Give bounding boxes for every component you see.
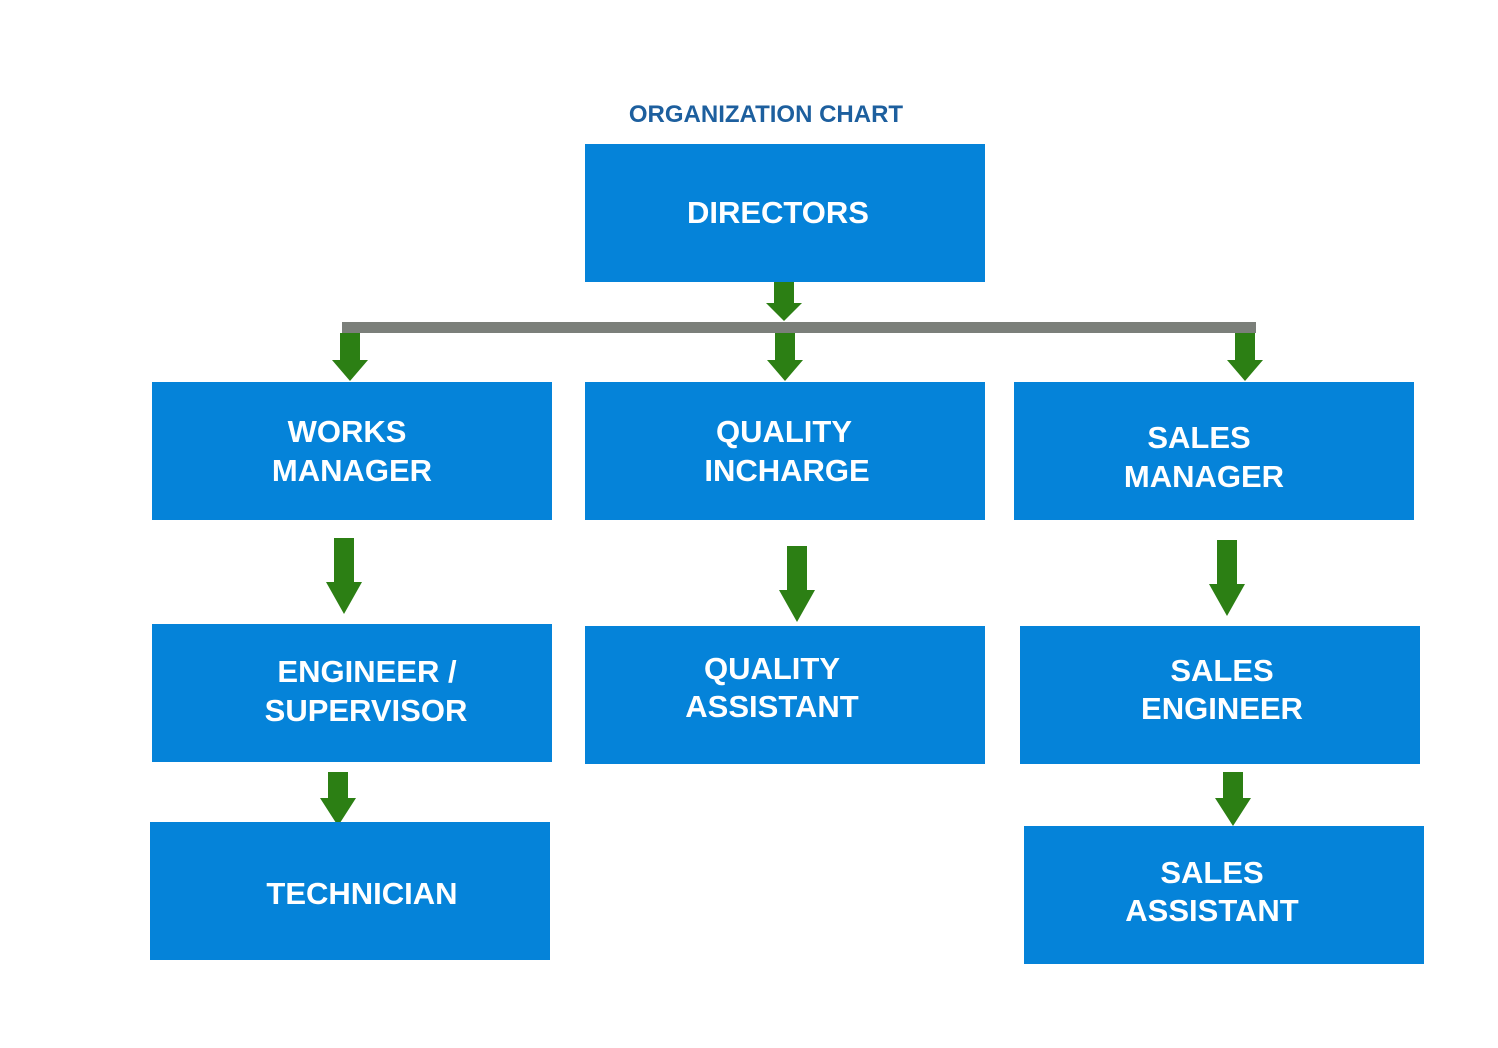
node-label-line2: SUPERVISOR <box>264 693 468 728</box>
node-works-manager: WORKS MANAGER <box>152 382 552 520</box>
node-engineer-supervisor: ENGINEER / SUPERVISOR <box>152 624 552 762</box>
node-label-line2: MANAGER <box>271 453 433 488</box>
node-label-line1: WORKS <box>287 414 407 449</box>
node-label-line1: ENGINEER / <box>277 654 457 689</box>
chart-title: ORGANIZATION CHART <box>628 101 904 128</box>
node-label: TECHNICIAN <box>266 876 458 911</box>
arrow-directors-to-bar <box>766 282 802 321</box>
node-directors: DIRECTORS <box>585 144 985 282</box>
arrow-engineer-supervisor-to-technician <box>320 772 356 826</box>
connector-bar <box>342 322 1256 333</box>
node-label-line1: SALES <box>1170 653 1274 688</box>
arrow-works-manager-to-engineer-supervisor <box>326 538 362 614</box>
node-label-line2: INCHARGE <box>704 453 870 488</box>
node-label-line2: ENGINEER <box>1141 691 1303 726</box>
node-sales-assistant: SALES ASSISTANT <box>1024 826 1424 964</box>
node-technician: TECHNICIAN <box>150 822 550 960</box>
node-quality-incharge: QUALITY INCHARGE <box>585 382 985 520</box>
node-sales-manager: SALES MANAGER <box>1014 382 1414 520</box>
arrow-bar-to-sales-manager <box>1227 333 1263 381</box>
node-label-line2: MANAGER <box>1123 459 1285 494</box>
arrow-bar-to-works-manager <box>332 333 368 381</box>
arrow-bar-to-quality-incharge <box>767 333 803 381</box>
node-label-line2: ASSISTANT <box>1125 893 1299 928</box>
node-quality-assistant: QUALITY ASSISTANT <box>585 626 985 764</box>
arrow-sales-manager-to-sales-engineer <box>1209 540 1245 616</box>
node-sales-engineer: SALES ENGINEER <box>1020 626 1420 764</box>
node-label-line2: ASSISTANT <box>685 689 859 724</box>
arrow-sales-engineer-to-sales-assistant <box>1215 772 1251 826</box>
node-label-line1: QUALITY <box>703 651 841 686</box>
node-label-line1: SALES <box>1147 420 1251 455</box>
node-label-line1: QUALITY <box>715 414 853 449</box>
node-label-line1: SALES <box>1160 855 1264 890</box>
arrow-quality-incharge-to-quality-assistant <box>779 546 815 622</box>
node-label: DIRECTORS <box>686 195 869 230</box>
